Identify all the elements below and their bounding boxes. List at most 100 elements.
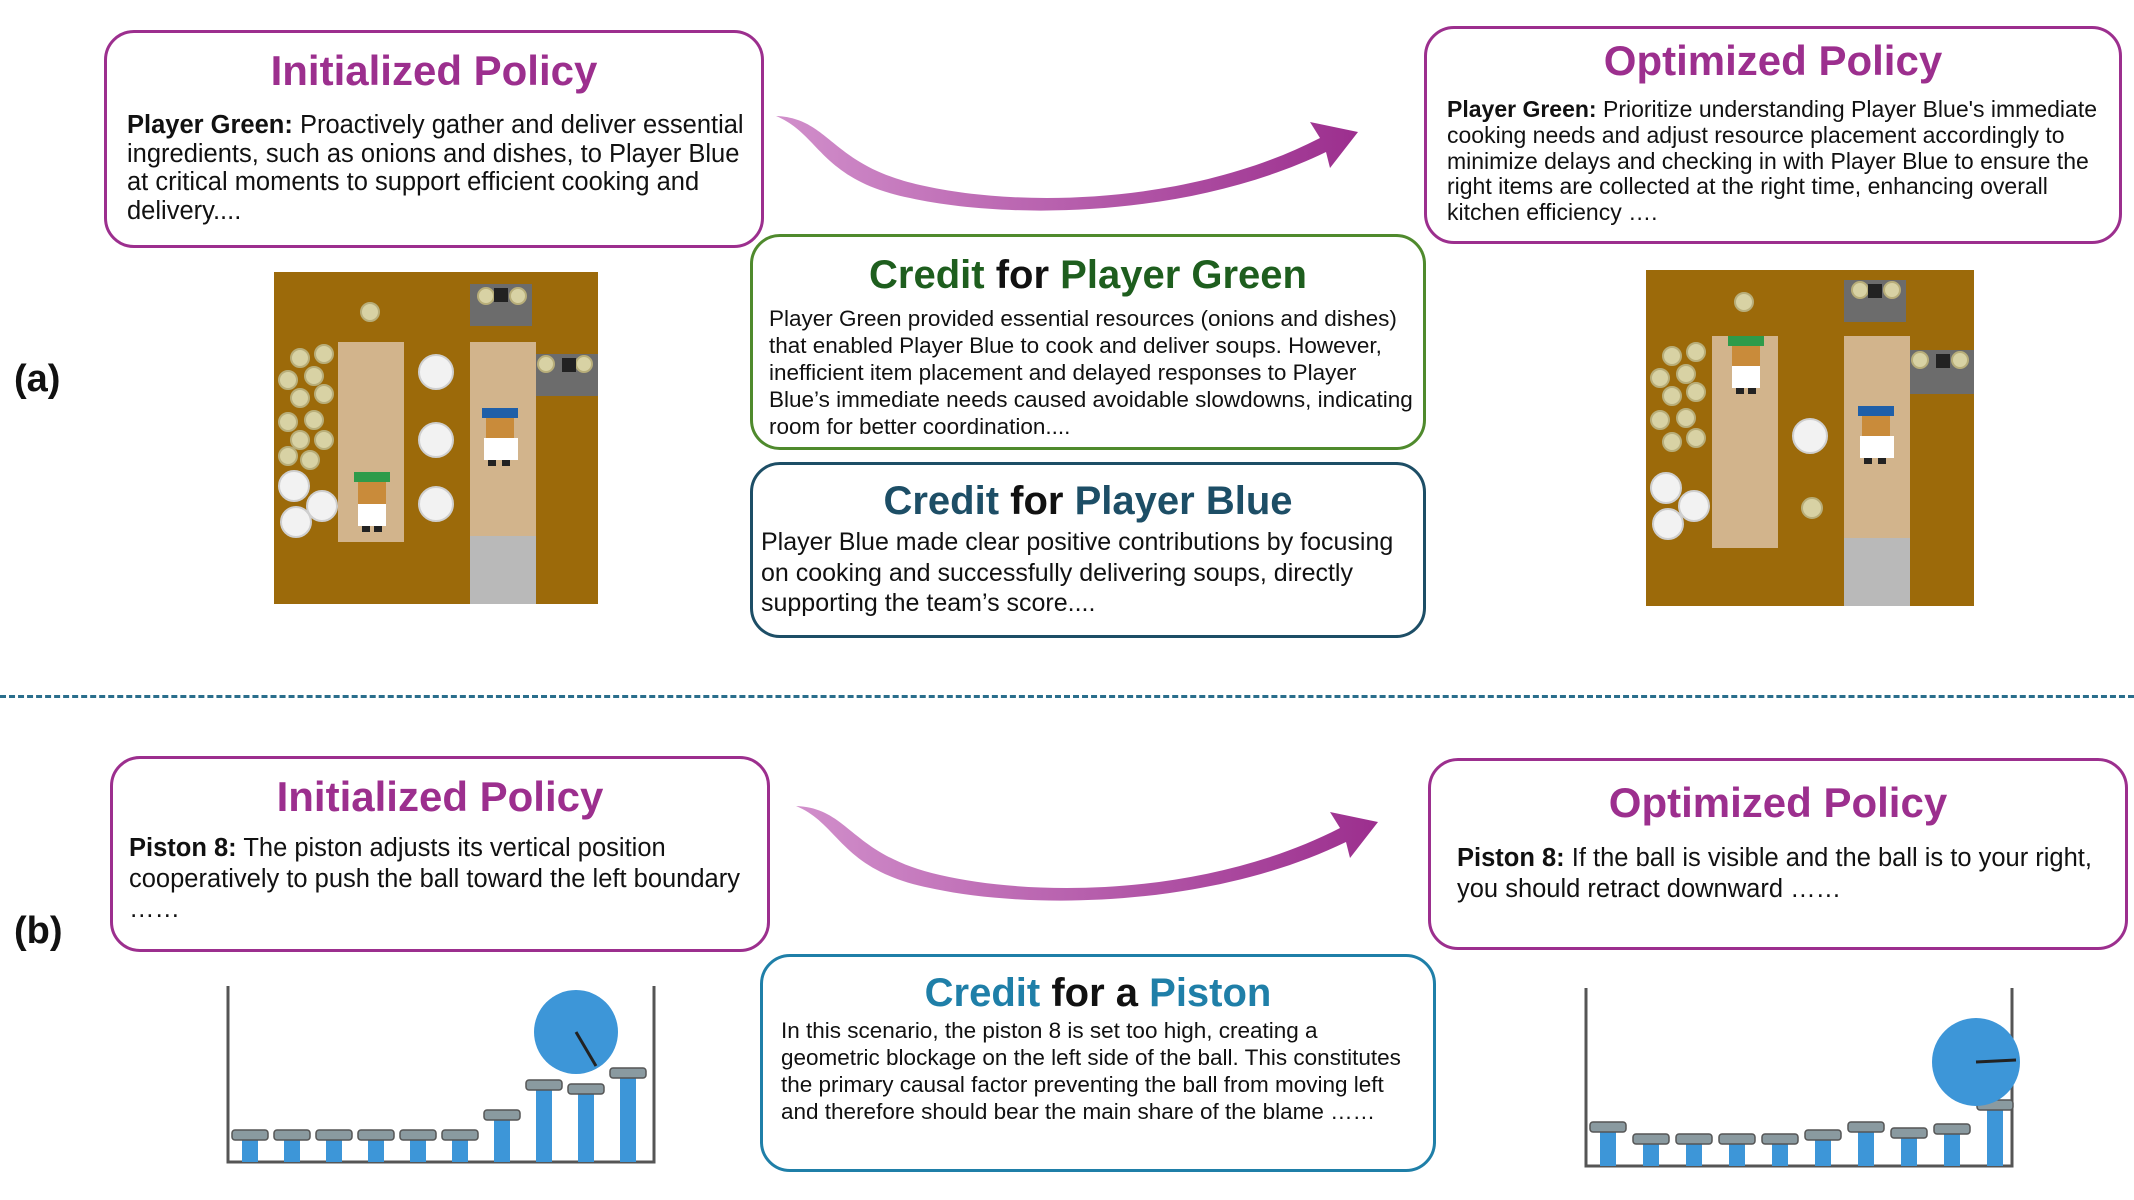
piston-body	[368, 1140, 384, 1162]
for-word: for a	[1051, 971, 1139, 1015]
chef-green-icon	[354, 472, 390, 532]
piston-cap	[1761, 1133, 1799, 1145]
policy-text: Prioritize understanding Player Blue's i…	[1447, 96, 2098, 225]
piston-body	[1729, 1144, 1745, 1166]
credit-blue-title: Credit for Player Blue	[753, 479, 1423, 524]
piston-body	[1901, 1138, 1917, 1166]
piston-cap	[1890, 1127, 1928, 1139]
ball-icon	[534, 990, 618, 1074]
credit-blue-text: Player Blue made clear positive contribu…	[761, 528, 1394, 617]
piston-scene-optimized	[1584, 988, 2020, 1168]
panel-label-a: (a)	[14, 358, 61, 400]
piston-cap	[1589, 1121, 1627, 1133]
agent-name: Player Green:	[1447, 96, 1597, 122]
onion-icon	[1650, 281, 1969, 519]
initialized-policy-title: Initialized Policy	[276, 773, 604, 820]
credit-word: Credit	[869, 253, 985, 297]
piston-body	[1858, 1132, 1874, 1166]
plate-icon	[278, 354, 454, 538]
panel-divider	[0, 695, 2134, 698]
piston-body	[620, 1078, 636, 1162]
piston-cap	[315, 1129, 353, 1141]
piston-body	[1772, 1144, 1788, 1166]
piston-cap	[1718, 1133, 1756, 1145]
player-green-word: Player Green	[1060, 253, 1307, 297]
initialized-policy-box-a: Initialized Policy Player Green: Proacti…	[104, 30, 764, 248]
curved-arrow-icon	[776, 116, 1358, 211]
piston-cap	[567, 1083, 605, 1095]
pot-icon	[1868, 284, 1882, 298]
piston-icon	[1589, 1099, 2014, 1166]
initialized-policy-box-b: Initialized Policy Piston 8: The piston …	[110, 756, 770, 952]
piston-body	[1815, 1140, 1831, 1166]
optimized-policy-box-b: Optimized Policy Piston 8: If the ball i…	[1428, 758, 2128, 950]
agent-name: Player Green:	[127, 111, 293, 139]
piston-body	[578, 1094, 594, 1162]
piston-cap	[1675, 1133, 1713, 1145]
optimized-policy-text: Piston 8: If the ball is visible and the…	[1457, 843, 2107, 904]
policy-text: Proactively gather and deliver essential…	[127, 111, 744, 225]
piston-cap	[483, 1109, 521, 1121]
piston-cap	[357, 1129, 395, 1141]
credit-piston-title: Credit for a Piston	[763, 971, 1433, 1016]
optimized-policy-box-a: Optimized Policy Player Green: Prioritiz…	[1424, 26, 2122, 244]
credit-green-text: Player Green provided essential resource…	[769, 306, 1413, 439]
piston-cap	[1632, 1133, 1670, 1145]
piston-body	[452, 1140, 468, 1162]
credit-blue-box: Credit for Player Blue Player Blue made …	[750, 462, 1426, 638]
piston-body	[284, 1140, 300, 1162]
piston-body	[494, 1120, 510, 1162]
chef-blue-icon	[1858, 406, 1894, 464]
piston-body	[1600, 1132, 1616, 1166]
credit-green-box: Credit for Player Green Player Green pro…	[750, 234, 1426, 450]
piston-scene-initial	[226, 986, 656, 1164]
agent-name: Piston 8:	[1457, 844, 1565, 872]
credit-piston-box: Credit for a Piston In this scenario, th…	[760, 954, 1436, 1172]
piston-body	[326, 1140, 342, 1162]
piston-cap	[231, 1129, 269, 1141]
onion-icon	[278, 287, 593, 470]
piston-cap	[609, 1067, 647, 1079]
piston-cap	[525, 1079, 563, 1091]
piston-body	[1686, 1144, 1702, 1166]
piston-body	[242, 1140, 258, 1162]
piston-body	[1987, 1110, 2003, 1166]
piston-cap	[399, 1129, 437, 1141]
chef-green-icon	[1728, 336, 1764, 394]
piston-cap	[441, 1129, 479, 1141]
ball-icon	[1932, 1018, 2020, 1106]
optimized-policy-title: Optimized Policy	[1608, 779, 1948, 826]
piston-body	[536, 1090, 552, 1162]
piston-body	[410, 1140, 426, 1162]
kitchen-scene-initial	[274, 272, 598, 604]
credit-word: Credit	[883, 479, 1000, 523]
initialized-policy-text: Player Green: Proactively gather and del…	[127, 111, 747, 225]
kitchen-scene-optimized	[1646, 270, 1974, 606]
piston-icon	[231, 1067, 647, 1162]
piston-body	[1944, 1134, 1960, 1166]
curved-arrow-icon	[796, 806, 1378, 901]
policy-text: The piston adjusts its vertical position…	[129, 834, 740, 924]
panel-label-b: (b)	[14, 910, 63, 952]
initialized-policy-text: Piston 8: The piston adjusts its vertica…	[129, 833, 755, 925]
policy-text: If the ball is visible and the ball is t…	[1457, 844, 2092, 903]
optimized-policy-text: Player Green: Prioritize understanding P…	[1447, 96, 2107, 226]
for-word: for	[995, 253, 1050, 297]
piston-cap	[1933, 1123, 1971, 1135]
credit-word: Credit	[924, 971, 1041, 1015]
plate-icon	[1650, 418, 1828, 540]
piston-word: Piston	[1149, 971, 1272, 1015]
for-word: for	[1010, 479, 1064, 523]
chef-blue-icon	[482, 408, 518, 466]
piston-body	[1643, 1144, 1659, 1166]
piston-cap	[1847, 1121, 1885, 1133]
pot-icon	[494, 288, 508, 302]
piston-cap	[273, 1129, 311, 1141]
credit-green-title: Credit for Player Green	[753, 253, 1423, 298]
optimized-policy-title: Optimized Policy	[1603, 37, 1943, 84]
agent-name: Piston 8:	[129, 834, 237, 862]
player-blue-word: Player Blue	[1074, 479, 1293, 523]
piston-cap	[1804, 1129, 1842, 1141]
initialized-policy-title: Initialized Policy	[270, 47, 598, 94]
credit-piston-text: In this scenario, the piston 8 is set to…	[781, 1018, 1401, 1124]
